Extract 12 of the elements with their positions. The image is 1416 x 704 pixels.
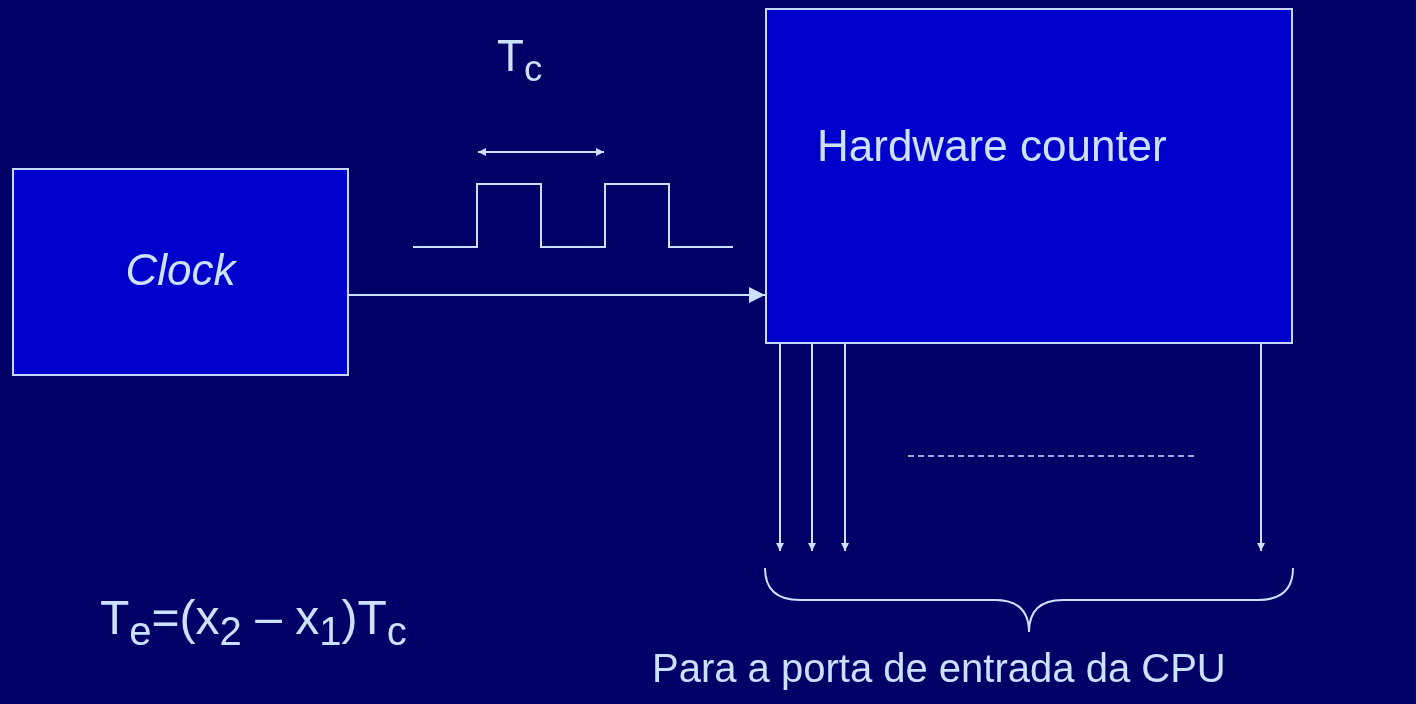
- formula: T$_{e}$=(x$_{2}$ – x$_{1}$)T$_{c}$: [100, 592, 407, 653]
- period-label: T$_{c}$: [497, 32, 543, 90]
- node-label: Clock: [124, 246, 238, 295]
- arrow: [776, 343, 784, 552]
- arrow: [1257, 343, 1265, 552]
- node-label: Para a porta de entrada da CPU: [652, 646, 1226, 690]
- block-box: [765, 8, 1293, 344]
- arrow: [841, 343, 849, 552]
- block-box: [12, 168, 349, 376]
- node-label: Hardware counter: [817, 122, 1167, 171]
- arrow: [808, 343, 816, 552]
- arrow: [348, 287, 766, 303]
